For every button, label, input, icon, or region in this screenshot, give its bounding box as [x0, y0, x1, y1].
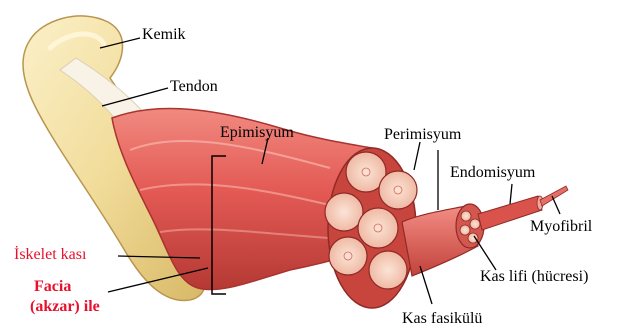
myofibril: [540, 186, 568, 206]
label-facia-line2: (akzar) ile: [30, 298, 100, 316]
label-kemik: Kemik: [142, 26, 186, 44]
label-epimisyum: Epimisyum: [220, 124, 294, 142]
leader-kas-fasikulu: [420, 266, 432, 304]
label-kas-lifi: Kas lifi (hücresi): [480, 268, 588, 286]
label-endomisyum: Endomisyum: [450, 164, 535, 182]
label-kas-fasikulu: Kas fasikülü: [402, 310, 482, 328]
label-perimisyum: Perimisyum: [384, 126, 461, 144]
label-facia-line1: Facia: [34, 278, 71, 296]
label-myofibril: Myofibril: [530, 218, 592, 236]
leader-endomisyum: [510, 184, 512, 204]
label-tendon: Tendon: [170, 78, 218, 96]
leader-perimisyum: [414, 142, 420, 170]
leader-kas-lifi: [474, 236, 496, 270]
leader-myofibril: [552, 196, 560, 214]
label-iskelet-kasi: İskelet kası: [14, 246, 86, 264]
